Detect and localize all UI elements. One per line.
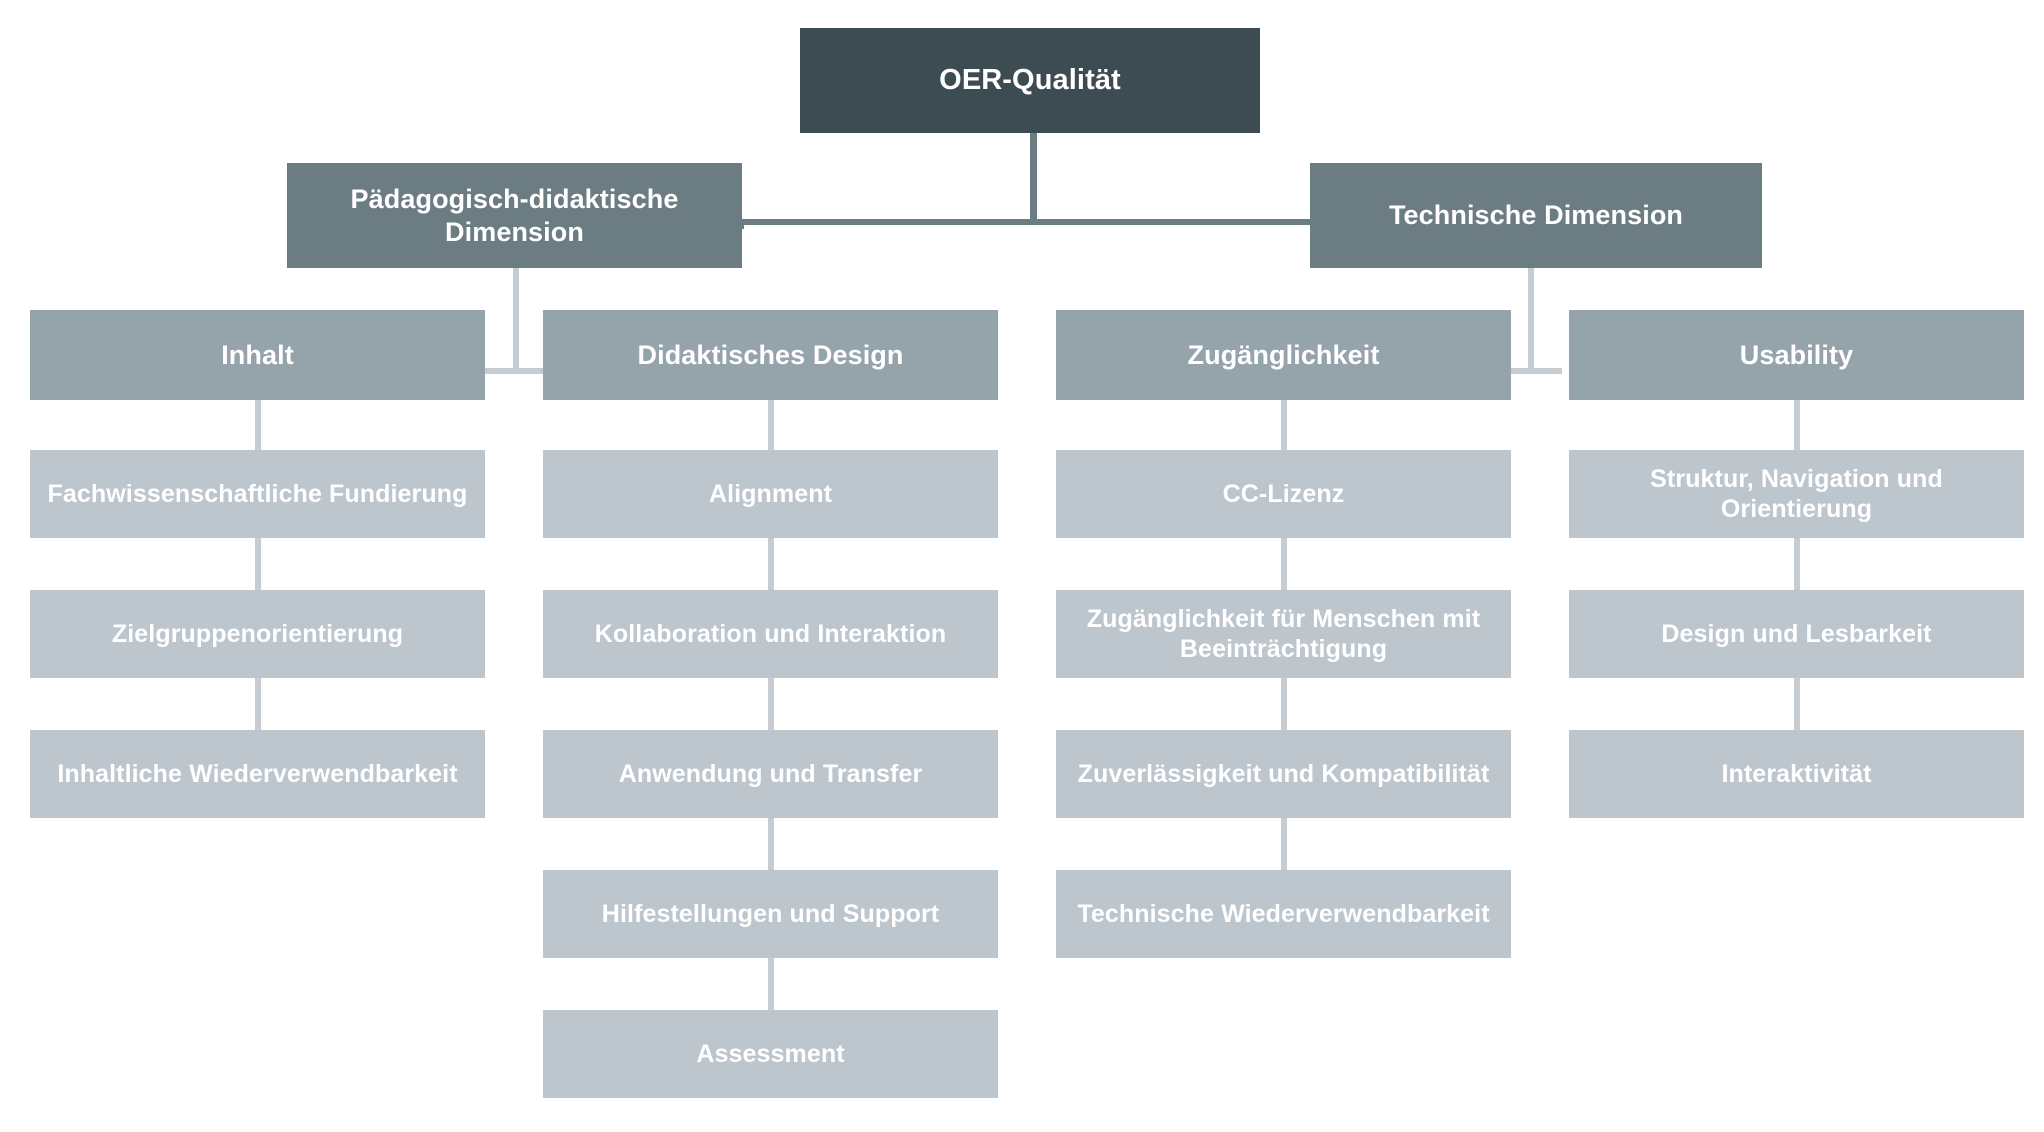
connector-root-spine <box>738 219 1333 225</box>
connector-col4-spine <box>1794 400 1800 730</box>
connector-dim1-bridge <box>485 368 547 374</box>
node-category-1-label: Inhalt <box>221 339 294 370</box>
node-criterion-usability-3[interactable]: Interaktivität <box>1569 730 2024 818</box>
node-criterion-label: Design und Lesbarkeit <box>1661 619 1932 648</box>
node-criterion-zugaenglichkeit-4[interactable]: Technische Wiederverwendbarkeit <box>1056 870 1511 958</box>
node-criterion-inhalt-3[interactable]: Inhaltliche Wiederverwendbarkeit <box>30 730 485 818</box>
node-criterion-didaktik-4[interactable]: Hilfestellungen und Support <box>543 870 998 958</box>
node-criterion-didaktik-3[interactable]: Anwendung und Transfer <box>543 730 998 818</box>
connector-dim1-down <box>513 268 519 374</box>
node-criterion-label: Hilfestellungen und Support <box>601 899 940 928</box>
connector-col1-spine <box>255 400 261 730</box>
node-criterion-label: Interaktivität <box>1721 759 1872 788</box>
node-dimension-2-label: Technische Dimension <box>1388 200 1684 231</box>
node-dimension-1-label: Pädagogisch-didaktische Dimension <box>350 183 679 247</box>
node-criterion-label: Anwendung und Transfer <box>618 759 923 788</box>
node-criterion-didaktik-5[interactable]: Assessment <box>543 1010 998 1098</box>
node-criterion-didaktik-2[interactable]: Kollaboration und Interaktion <box>543 590 998 678</box>
node-category-3-label: Zugänglichkeit <box>1187 339 1380 370</box>
node-criterion-label: Inhaltliche Wiederverwendbarkeit <box>57 759 458 788</box>
node-criterion-zugaenglichkeit-3[interactable]: Zuverlässigkeit und Kompatibilität <box>1056 730 1511 818</box>
node-criterion-label: Technische Wiederverwendbarkeit <box>1077 899 1490 928</box>
node-criterion-label: Struktur, Navigation und Orientierung <box>1650 464 1943 524</box>
node-root-label: OER-Qualität <box>939 63 1121 96</box>
node-category-inhalt[interactable]: Inhalt <box>30 310 485 400</box>
node-criterion-inhalt-1[interactable]: Fachwissenschaftliche Fundierung <box>30 450 485 538</box>
node-root-oer-qualitaet[interactable]: OER-Qualität <box>800 28 1260 133</box>
connector-dim2-down <box>1528 268 1534 374</box>
node-criterion-label: Zielgruppenorientierung <box>111 619 404 648</box>
node-category-4-label: Usability <box>1739 339 1854 370</box>
node-criterion-label: Zugänglichkeit für Menschen mit Beeinträ… <box>1086 604 1481 664</box>
node-dimension-technisch[interactable]: Technische Dimension <box>1310 163 1762 268</box>
connector-root-down <box>1030 133 1037 225</box>
node-criterion-label: Alignment <box>708 479 833 508</box>
node-criterion-didaktik-1[interactable]: Alignment <box>543 450 998 538</box>
connector-dim2-bridge <box>1500 368 1562 374</box>
node-criterion-label: Fachwissenschaftliche Fundierung <box>47 479 468 508</box>
node-criterion-label: Assessment <box>696 1039 845 1068</box>
node-criterion-label: CC-Lizenz <box>1222 479 1345 508</box>
connector-col2-spine <box>768 400 774 1010</box>
node-criterion-inhalt-2[interactable]: Zielgruppenorientierung <box>30 590 485 678</box>
node-criterion-usability-1[interactable]: Struktur, Navigation und Orientierung <box>1569 450 2024 538</box>
node-category-usability[interactable]: Usability <box>1569 310 2024 400</box>
node-category-didaktisches-design[interactable]: Didaktisches Design <box>543 310 998 400</box>
node-criterion-usability-2[interactable]: Design und Lesbarkeit <box>1569 590 2024 678</box>
node-criterion-zugaenglichkeit-1[interactable]: CC-Lizenz <box>1056 450 1511 538</box>
node-criterion-zugaenglichkeit-2[interactable]: Zugänglichkeit für Menschen mit Beeinträ… <box>1056 590 1511 678</box>
node-dimension-paedagogisch-didaktisch[interactable]: Pädagogisch-didaktische Dimension <box>287 163 742 268</box>
node-criterion-label: Kollaboration und Interaktion <box>594 619 947 648</box>
node-criterion-label: Zuverlässigkeit und Kompatibilität <box>1077 759 1490 788</box>
node-category-2-label: Didaktisches Design <box>637 339 904 370</box>
node-category-zugaenglichkeit[interactable]: Zugänglichkeit <box>1056 310 1511 400</box>
